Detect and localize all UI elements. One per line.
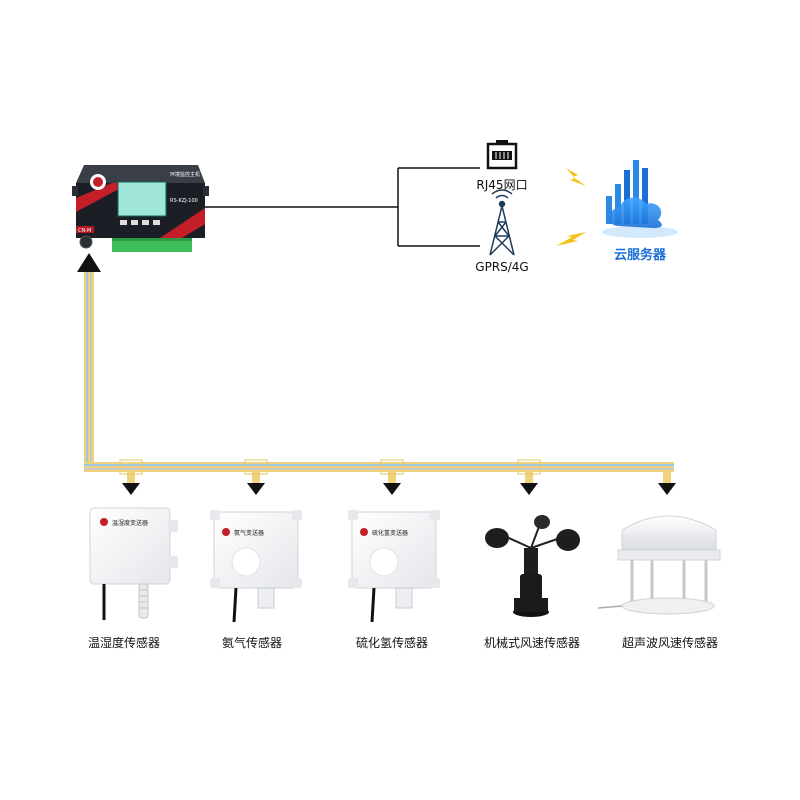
ammonia-sensor-device: 氨气变送器 bbox=[210, 510, 302, 623]
rj45-label: RJ45网口 bbox=[476, 178, 528, 192]
sensor-4-label: 机械式风速传感器 bbox=[483, 636, 581, 650]
rj45-port-icon bbox=[486, 140, 518, 170]
controller-title: 环境监控主机 bbox=[170, 171, 200, 178]
network-lines bbox=[205, 167, 480, 247]
sensor-bus-cable bbox=[84, 272, 674, 484]
controller-model: RS-KZJ-100 bbox=[170, 198, 198, 204]
controller-tag: CN-M bbox=[78, 228, 91, 234]
controller-screen bbox=[117, 181, 167, 217]
cloud-server-icon bbox=[602, 160, 678, 238]
sensor-1-label: 温湿度传感器 bbox=[87, 636, 161, 650]
ultrasonic-anemometer-device bbox=[597, 515, 721, 615]
sensor-3-device-title: 硫化氢变送器 bbox=[372, 529, 408, 537]
sensor-2-arrow bbox=[247, 483, 265, 495]
wireless-bolt-icon-1 bbox=[566, 168, 586, 186]
mechanical-anemometer-device bbox=[485, 515, 580, 617]
cell-tower-icon bbox=[489, 189, 515, 256]
sensor-3-arrow bbox=[383, 483, 401, 495]
sensor-2-label: 氨气传感器 bbox=[221, 636, 283, 650]
bus-up-arrow bbox=[77, 253, 101, 272]
sensor-3-label: 硫化氢传感器 bbox=[355, 636, 429, 650]
sensor-5-arrow bbox=[658, 483, 676, 495]
temp-humidity-sensor-device: 温湿度变送器 bbox=[89, 507, 178, 620]
sensor-5-label: 超声波风速传感器 bbox=[621, 636, 719, 650]
terminal-block bbox=[112, 238, 192, 252]
controller-host: 环境监控主机 RS-KZJ-100 CN-M bbox=[72, 165, 209, 252]
wireless-bolt-icon-2 bbox=[556, 232, 586, 246]
h2s-sensor-device: 硫化氢变送器 bbox=[348, 510, 440, 623]
sensor-1-device-title: 温湿度变送器 bbox=[112, 519, 148, 527]
sensor-2-device-title: 氨气变送器 bbox=[234, 529, 264, 537]
sensor-4-arrow bbox=[520, 483, 538, 495]
gprs-label: GPRS/4G bbox=[475, 260, 529, 274]
sensor-1-arrow bbox=[122, 483, 140, 495]
cloud-server-label: 云服务器 bbox=[613, 248, 667, 263]
